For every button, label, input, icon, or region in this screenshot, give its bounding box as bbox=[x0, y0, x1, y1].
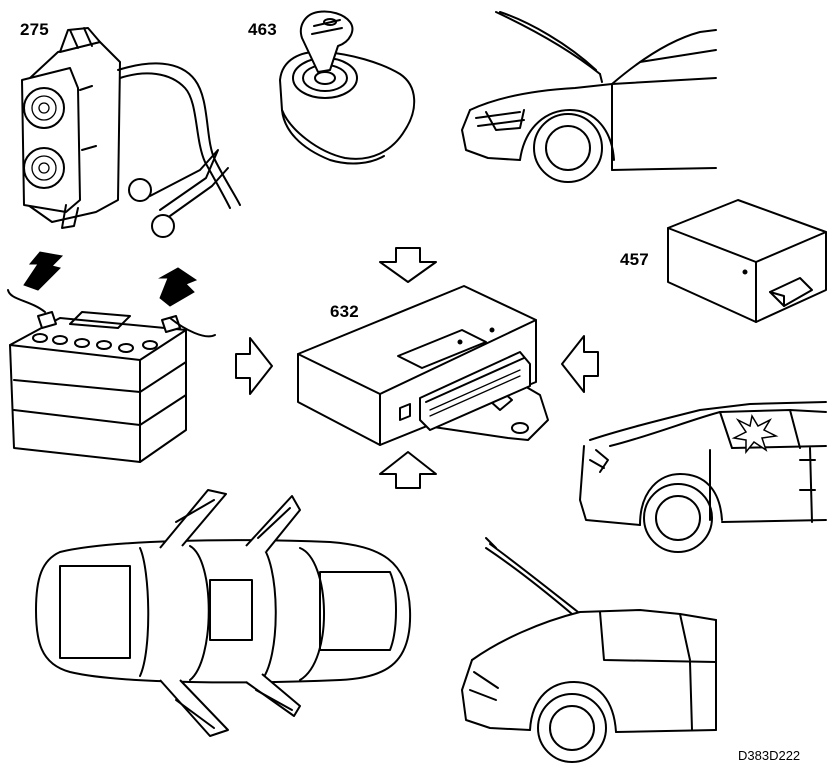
car-hatch-open-illustration bbox=[461, 537, 717, 763]
siren-illustration bbox=[21, 27, 241, 238]
label-control-module-number: 632 bbox=[330, 302, 359, 321]
arrow-up-icon bbox=[379, 451, 437, 489]
sensor-module-illustration bbox=[667, 199, 827, 323]
car-hood-open-illustration bbox=[461, 11, 717, 183]
ignition-switch-illustration bbox=[279, 10, 416, 165]
car-side-window-break-illustration bbox=[579, 401, 827, 553]
label-sensor-module-number: 457 bbox=[620, 250, 649, 269]
arrow-down-icon bbox=[379, 247, 437, 283]
arrow-left-icon bbox=[561, 335, 599, 393]
label-siren-number: 275 bbox=[20, 20, 49, 39]
car-top-view-doors-open-illustration bbox=[35, 489, 412, 737]
control-module-illustration bbox=[297, 285, 549, 446]
battery-illustration bbox=[7, 251, 216, 463]
figure-reference-code: D383D222 bbox=[738, 748, 801, 763]
label-ignition-number: 463 bbox=[248, 20, 277, 39]
arrow-right-icon bbox=[235, 337, 273, 395]
